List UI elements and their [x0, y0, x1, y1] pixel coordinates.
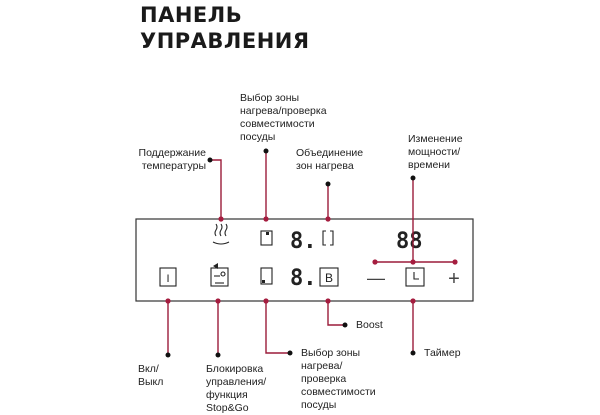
boost-button[interactable]: B	[319, 267, 339, 287]
title-line-2: УПРАВЛЕНИЯ	[140, 29, 310, 53]
zone-select-top-icon[interactable]	[260, 230, 273, 246]
zone-display-top: 8.	[290, 229, 317, 254]
page-title: ПАНЕЛЬ УПРАВЛЕНИЯ	[140, 2, 310, 54]
minus-button[interactable]: —	[367, 268, 385, 288]
label-zone-combine: Объединение зон нагрева	[296, 147, 364, 172]
label-timer: Таймер	[424, 347, 461, 359]
on-off-button[interactable]: I	[159, 267, 177, 287]
svg-text:8.: 8.	[290, 266, 317, 291]
label-keep-warm: Поддержание температуры	[138, 147, 206, 172]
svg-text:8.: 8.	[290, 229, 317, 254]
label-boost: Boost	[356, 319, 383, 331]
timer-button[interactable]	[405, 267, 425, 287]
label-zone-select-top: Выбор зоны нагрева/проверка совместимост…	[240, 92, 327, 143]
label-zone-select-bottom: Выбор зоны нагрева/ проверка совместимос…	[301, 347, 376, 411]
timer-display: 88	[396, 229, 423, 254]
boost-key-label: B	[325, 271, 333, 285]
zone-display-bottom: 8.	[290, 266, 317, 291]
on-off-key-label: I	[166, 273, 169, 285]
zone-combine-icon[interactable]	[322, 230, 334, 246]
leader-lines	[165, 148, 458, 358]
label-power-time: Изменение мощности/ времени	[408, 133, 463, 171]
zone-select-bottom-icon[interactable]	[260, 267, 273, 285]
control-panel	[135, 218, 474, 302]
title-line-1: ПАНЕЛЬ	[140, 3, 243, 27]
plus-button[interactable]: +	[448, 268, 460, 290]
keep-warm-icon[interactable]	[212, 223, 230, 245]
lock-stop-go-icon[interactable]	[210, 263, 229, 287]
label-on-off: Вкл/ Выкл	[138, 363, 164, 388]
svg-text:88: 88	[396, 229, 423, 254]
